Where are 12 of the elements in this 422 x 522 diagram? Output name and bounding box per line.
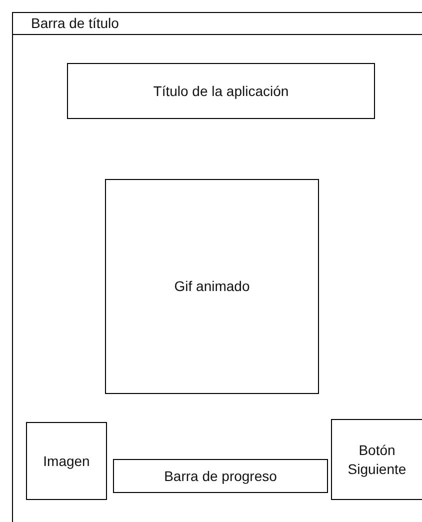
title-bar-label: Barra de título — [31, 14, 119, 33]
app-title-box-label: Título de la aplicación — [153, 82, 289, 100]
animated-gif-box-label: Gif animado — [174, 277, 250, 296]
app-title-box — [67, 63, 375, 119]
next-button-label: Botón Siguiente — [346, 440, 408, 478]
progress-bar-label: Barra de progreso — [164, 466, 277, 486]
window-frame — [12, 12, 422, 522]
next-button — [331, 419, 422, 500]
animated-gif-box — [105, 179, 319, 394]
image-box-label: Imagen — [43, 452, 90, 470]
image-box — [26, 422, 107, 500]
progress-bar — [113, 459, 328, 493]
